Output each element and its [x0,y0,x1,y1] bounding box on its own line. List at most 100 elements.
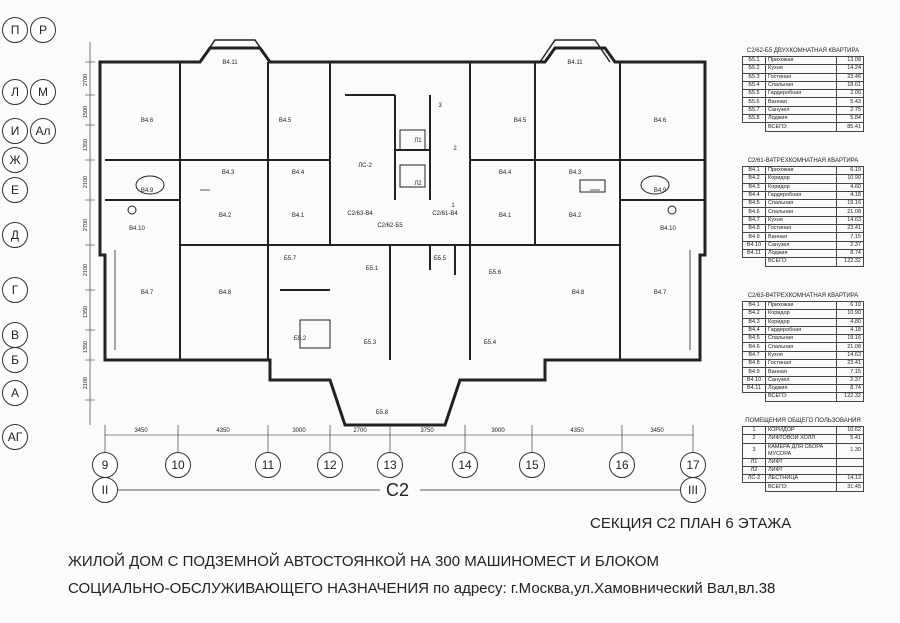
total-label: ВСЕГО: [765,257,837,267]
grid-axis-marker: 10 [165,452,191,478]
grid-axis-marker: 11 [255,452,281,478]
grid-axis-marker: 17 [680,452,706,478]
room-code: В4.11 [742,383,766,394]
room-label: Б5.8 [376,410,389,416]
grid-axis-marker: М [30,79,56,105]
dimension-label: 3450 [650,428,664,434]
room-label: В4.11 [222,60,238,66]
room-name: Прихожая [765,300,837,311]
room-area: 4.60 [836,182,864,192]
room-code: Л2 [742,465,766,476]
caption-line-1: ЖИЛОЙ ДОМ С ПОДЗЕМНОЙ АВТОСТОЯНКОЙ НА 30… [68,553,659,570]
grid-axis-marker: И [2,118,28,144]
room-code: В4.3 [742,182,766,192]
room-area: 2.37 [836,240,864,250]
room-name: Коридор [765,309,837,319]
room-code: В4.9 [742,232,766,242]
dimension-label: 2700 [83,74,89,86]
room-area: 2.37 [836,375,864,385]
table-title: С2/62-Б5 ДВУХКОМНАТНАЯ КВАРТИРА [746,48,860,54]
room-name: Ванная [765,367,837,377]
room-area: 8.74 [836,248,864,259]
room-code: Б5.7 [742,105,766,116]
room-code: Б5.4 [742,80,766,91]
room-code: Б5.3 [742,72,766,82]
room-area: 23.46 [836,72,864,82]
room-code: В4.1 [742,300,766,311]
room-name: Прихожая [765,165,837,176]
room-label: В4.10 [660,226,676,232]
room-area: 10.90 [836,309,864,319]
room-area: 23.41 [836,359,864,369]
dimension-label: 1500 [83,106,89,118]
room-label: В4.8 [572,290,585,296]
grid-axis-marker: В [2,322,28,348]
drawing-title: СЕКЦИЯ С2 ПЛАН 6 ЭТАЖА [590,515,792,532]
room-name: Гардеробная [765,89,837,99]
room-label: В4.9 [141,188,154,194]
caption-line-2: СОЦИАЛЬНО-ОБСЛУЖИВАЮЩЕГО НАЗНАЧЕНИЯ по а… [68,580,776,597]
room-code: В4.10 [742,375,766,385]
room-area: 5.43 [836,97,864,107]
dimension-label: 1350 [83,341,89,353]
room-area: 14.63 [836,215,864,226]
room-name: Спальная [765,207,837,217]
dimension-label: 1350 [83,139,89,151]
grid-axis-marker: А [2,380,28,406]
room-area: 2.75 [836,105,864,116]
total-label: ВСЕГО: [765,482,837,492]
room-label: В4.11 [567,60,583,66]
dimension-label: 2100 [83,264,89,276]
room-code: В4.2 [742,309,766,319]
total-row: ВСЕГО:122.32 [743,257,864,267]
room-name: ЛЕСТНИЦА [765,474,837,484]
room-area: 6.10 [836,300,864,311]
room-name: Кухня [765,215,837,226]
dimension-label: 4350 [216,428,230,434]
total-row: ВСЕГО:85.41 [743,122,864,132]
total-label: ВСЕГО: [765,122,837,132]
room-code: В4.3 [742,317,766,327]
room-label: 3 [438,103,442,109]
dimension-label: 2700 [353,428,367,434]
grid-axis-marker: Л [2,79,28,105]
grid-axis-marker: Е [2,177,28,203]
room-label: В4.6 [654,118,667,124]
grid-axis-marker: Ж [2,147,28,173]
dimension-label: 4350 [570,428,584,434]
room-area: 23.41 [836,224,864,234]
room-area: 2.00 [836,89,864,99]
room-label: Б5.1 [366,266,379,272]
room-area [836,457,864,467]
grid-axis-marker: Ал [30,118,56,144]
grid-axis-marker: Б [2,347,28,373]
room-area: 19.16 [836,334,864,344]
room-label: В4.5 [514,118,527,124]
room-label: В4.3 [222,170,235,176]
room-code: В4.8 [742,359,766,369]
grid-axis-marker: 9 [92,452,118,478]
room-label: С2/63-В4 [347,211,373,217]
room-code: В4.5 [742,199,766,209]
room-label: В4.9 [654,188,667,194]
room-label: В4.5 [279,118,292,124]
grid-axis-marker: 13 [377,452,403,478]
